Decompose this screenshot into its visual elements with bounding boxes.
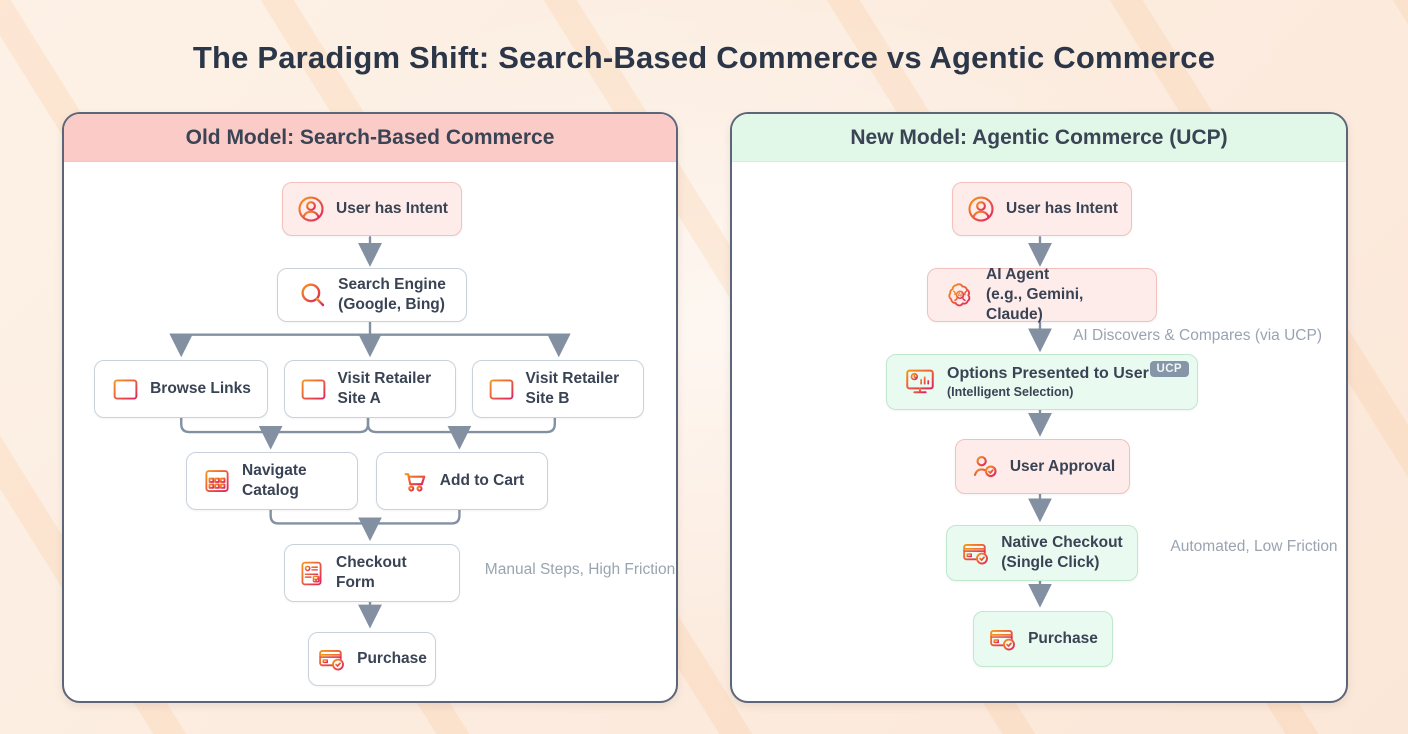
user-check-icon [973, 455, 997, 477]
node-label: Search Engine [338, 276, 446, 294]
node-user-has-intent: User has Intent [282, 182, 462, 236]
browser-icon [301, 378, 325, 400]
node-sublabel: (e.g., Gemini, Claude) [986, 286, 1084, 323]
new-model-annotation: Automated, Low Friction [1170, 538, 1338, 555]
user-icon [968, 196, 994, 222]
page-title: The Paradigm Shift: Search-Based Commerc… [192, 40, 1216, 75]
old-model-panel: Old Model: Search-Based Commerce [62, 112, 678, 703]
node-navigate-catalog: Navigate Catalog [186, 452, 358, 510]
card-check-icon [963, 543, 989, 565]
node-user-has-intent: User has Intent [952, 182, 1132, 236]
node-add-to-cart: Add to Cart [376, 452, 548, 510]
node-label: Purchase [1028, 630, 1098, 648]
node-label: Visit Retailer Site A [337, 370, 432, 407]
old-model-header: Old Model: Search-Based Commerce [64, 114, 676, 162]
node-label: Add to Cart [439, 472, 525, 490]
node-label: Options Presented to User [947, 364, 1149, 382]
node-sublabel: (Single Click) [1001, 554, 1100, 571]
ucp-badge: UCP [1149, 361, 1189, 377]
node-label: AI Agent [986, 266, 1050, 284]
svg-text:AI: AI [957, 293, 963, 299]
new-model-flow: User has Intent AI AI Agent (e.g., Gemin… [732, 162, 1346, 701]
node-label: Visit Retailer Site B [525, 370, 620, 407]
monitor-chart-icon [906, 369, 934, 394]
node-visit-retailer-b: Visit Retailer Site B [472, 360, 644, 418]
form-icon [301, 561, 322, 585]
new-model-connectors [1028, 236, 1052, 608]
user-icon [298, 196, 324, 222]
node-sublabel: (Google, Bing) [338, 296, 445, 313]
node-visit-retailer-a: Visit Retailer Site A [284, 360, 456, 418]
node-label: Browse Links [150, 380, 251, 398]
card-check-icon [990, 629, 1016, 651]
node-label: Checkout Form [336, 554, 407, 591]
node-native-checkout: Native Checkout (Single Click) [946, 525, 1138, 581]
node-label: Navigate Catalog [242, 462, 307, 499]
cart-icon [404, 473, 426, 492]
node-checkout-form: Checkout Form [284, 544, 460, 602]
node-browse-links: Browse Links [94, 360, 268, 418]
node-user-approval: User Approval [955, 439, 1130, 494]
node-label: Native Checkout [1001, 534, 1123, 552]
old-model-flow: User has Intent Search Engine (Google, B… [64, 162, 676, 701]
node-purchase-new: Purchase [973, 611, 1113, 667]
old-model-connectors [169, 236, 571, 629]
node-label: User has Intent [336, 200, 448, 218]
old-model-annotation: Manual Steps, High Friction [484, 561, 676, 578]
node-ai-agent: AI AI Agent (e.g., Gemini, Claude) [927, 266, 1157, 323]
node-sublabel: (Intelligent Selection) [947, 385, 1074, 400]
catalog-icon [205, 470, 229, 492]
browser-icon [113, 378, 138, 400]
node-purchase-old: Purchase [308, 632, 436, 686]
node-options-presented: Options Presented to User (Intelligent S… [886, 354, 1198, 410]
card-check-icon [319, 649, 345, 671]
search-icon [301, 283, 325, 307]
node-label: User Approval [1009, 457, 1116, 475]
new-model-header: New Model: Agentic Commerce (UCP) [732, 114, 1346, 162]
new-model-panel: New Model: Agentic Commerce (UCP) U [730, 112, 1348, 703]
node-search-engine: Search Engine (Google, Bing) [277, 268, 467, 322]
node-label: Purchase [357, 650, 427, 668]
node-label: User has Intent [1006, 200, 1118, 218]
brain-ai-icon: AI [948, 283, 971, 307]
browser-icon [489, 378, 513, 400]
edge-label-ai-discovers: AI Discovers & Compares (via UCP) [1073, 327, 1322, 344]
